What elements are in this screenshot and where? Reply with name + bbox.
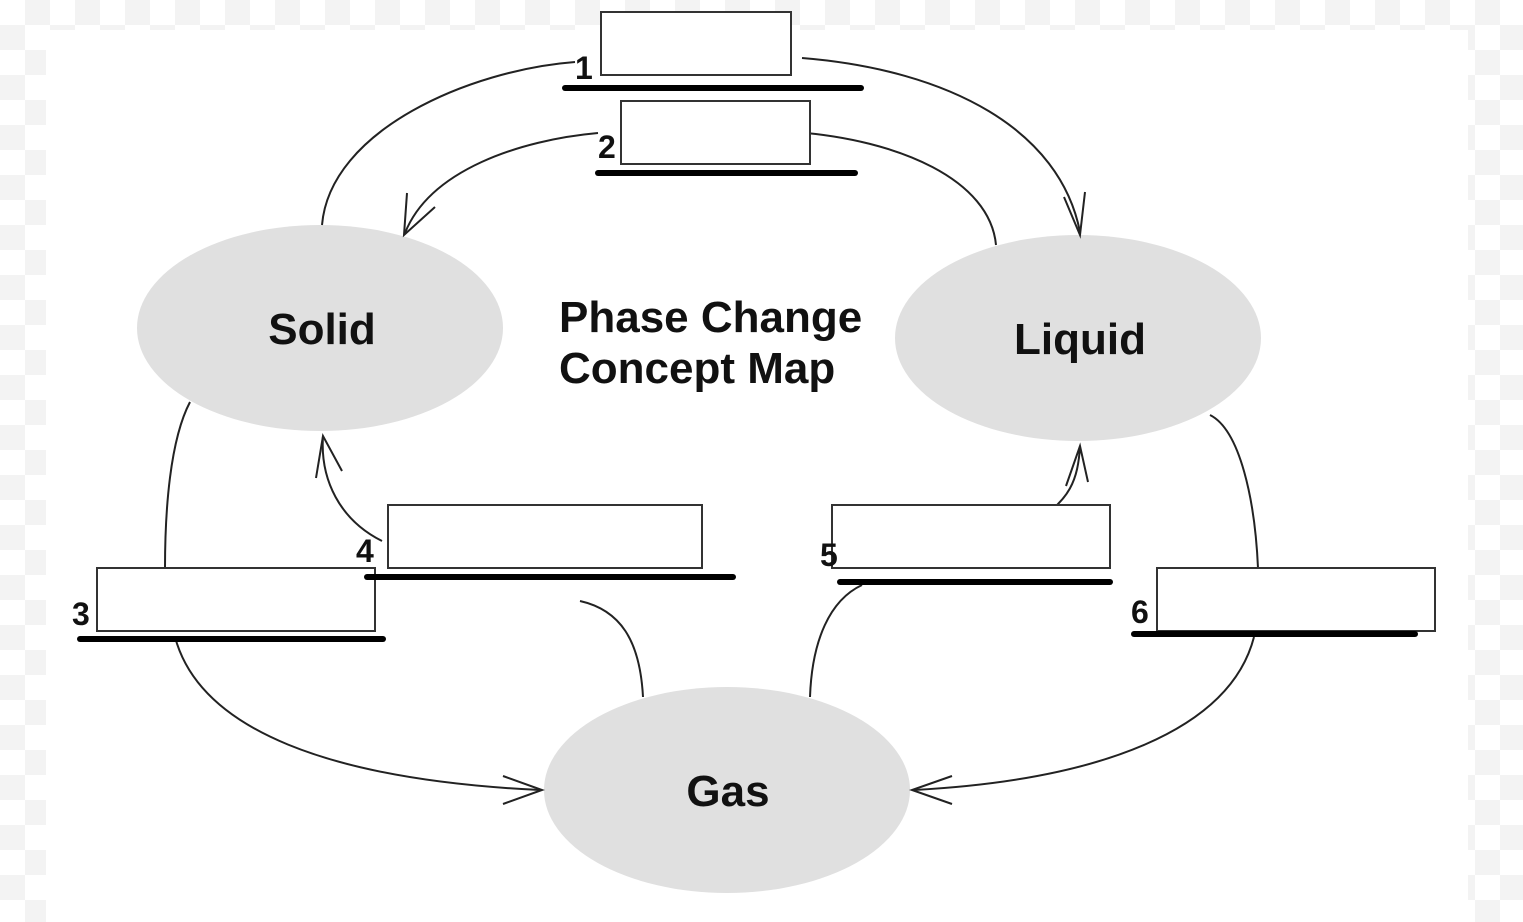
arrowhead-solid-bottom bbox=[315, 432, 343, 479]
connector-1-to-liquid bbox=[801, 57, 1081, 233]
answer-box-6[interactable] bbox=[1156, 567, 1436, 632]
blank-2[interactable]: 2 bbox=[595, 100, 858, 176]
answer-box-1[interactable] bbox=[600, 11, 792, 76]
solid-node bbox=[137, 225, 503, 431]
blank-1[interactable]: 1 bbox=[562, 11, 864, 91]
blank-number-3: 3 bbox=[72, 596, 90, 632]
answer-box-4[interactable] bbox=[387, 504, 703, 569]
connector-3-to-gas bbox=[174, 636, 541, 791]
answer-box-2[interactable] bbox=[620, 100, 811, 165]
connector-solid-to-3 bbox=[164, 401, 191, 569]
liquid-label: Liquid bbox=[1014, 315, 1146, 364]
answer-box-5[interactable] bbox=[831, 504, 1111, 569]
title-line-1: Phase Change bbox=[559, 293, 862, 342]
answer-box-3[interactable] bbox=[96, 567, 376, 632]
liquid-node bbox=[895, 235, 1261, 441]
connector-6-to-gas bbox=[913, 636, 1255, 791]
connector-liquid-to-2 bbox=[794, 131, 997, 246]
arrowhead-gas-left bbox=[502, 775, 545, 805]
blank-3[interactable]: 3 bbox=[72, 567, 386, 642]
arrowhead-liquid-bottom bbox=[1065, 442, 1089, 487]
arrowhead-gas-right bbox=[908, 775, 953, 805]
gas-label: Gas bbox=[686, 767, 769, 816]
blank-number-2: 2 bbox=[598, 129, 616, 165]
gas-node bbox=[544, 687, 910, 893]
blank-6[interactable]: 6 bbox=[1131, 567, 1436, 637]
blank-number-5: 5 bbox=[820, 537, 838, 573]
blank-number-4: 4 bbox=[356, 533, 374, 569]
connector-liquid-to-6 bbox=[1209, 414, 1259, 569]
connector-4-to-solid bbox=[321, 435, 383, 542]
blank-4[interactable]: 4 bbox=[356, 504, 736, 580]
connector-gas-to-5 bbox=[809, 584, 863, 698]
title-line-2: Concept Map bbox=[559, 344, 835, 393]
blank-number-6: 6 bbox=[1131, 594, 1149, 630]
connector-2-to-solid bbox=[404, 132, 599, 234]
blank-number-1: 1 bbox=[575, 50, 593, 86]
arrowhead-liquid-top bbox=[1063, 191, 1086, 239]
connector-gas-to-4 bbox=[579, 600, 644, 698]
solid-label: Solid bbox=[268, 305, 376, 354]
arrowhead-solid-top bbox=[402, 192, 436, 238]
connector-solid-to-1 bbox=[321, 61, 576, 226]
blank-5[interactable]: 5 bbox=[820, 504, 1113, 585]
